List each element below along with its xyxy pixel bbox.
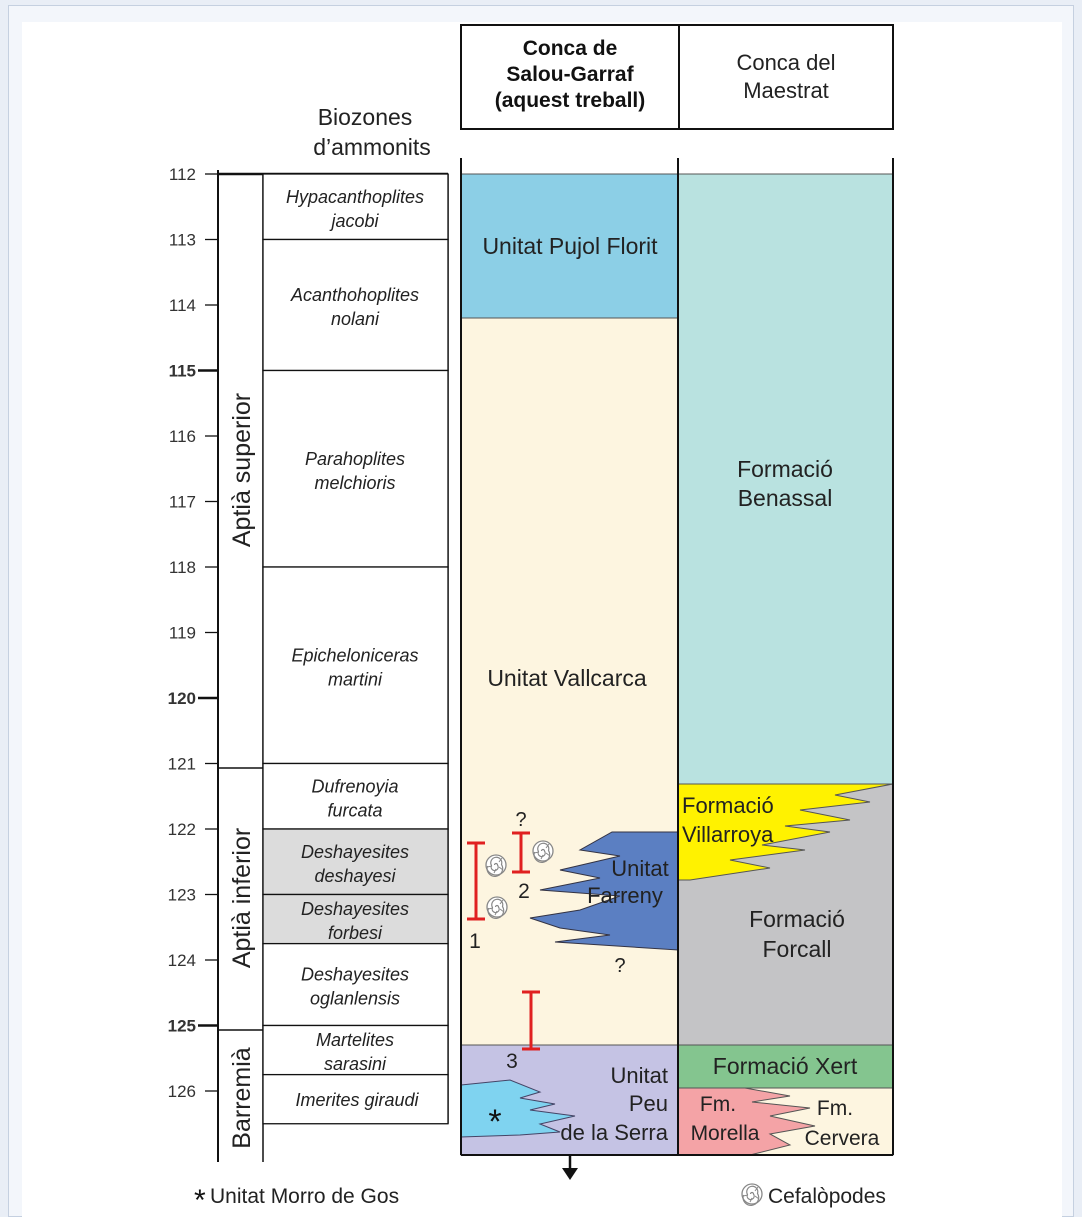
biozone-name-line1: Dufrenoyia: [311, 776, 398, 796]
salou-header-box: [460, 24, 680, 130]
formacio-morella-label-line2: Morella: [691, 1122, 760, 1145]
formacio-cervera-label-line2: Cervera: [805, 1127, 880, 1150]
age-tick-label: 118: [169, 558, 196, 577]
formacio-benassal-fill: [677, 173, 894, 785]
formacio-forcall-label-line2: Forcall: [762, 936, 831, 962]
maestrat-header-line2: Maestrat: [743, 78, 829, 103]
biozones-header-line1: Biozones: [318, 104, 413, 130]
age-tick-label: 119: [169, 624, 196, 643]
biozone-cell: [262, 893, 449, 945]
unit-morro-de-gos-fill: [460, 1079, 576, 1138]
age-tick-label: 113: [169, 231, 196, 250]
formacio-forcall-label-line1: Formació: [749, 906, 845, 932]
biozone-name-line1: Deshayesites: [301, 842, 409, 862]
legend-morro-label: Unitat Morro de Gos: [210, 1185, 399, 1208]
age-tick-label: 126: [168, 1082, 196, 1101]
formacio-morella-label-line1: Fm.: [700, 1093, 736, 1116]
biozone-cell: [262, 762, 449, 830]
sample-3-label: 3: [506, 1050, 518, 1073]
continues-down-arrow-head: [562, 1168, 578, 1180]
range-bar-3: [522, 990, 540, 1051]
biozone-name-line2: jacobi: [328, 211, 379, 231]
biozone-name-line1: Hypacanthoplites: [286, 187, 424, 207]
biozone-name-line1: Deshayesites: [301, 899, 409, 919]
age-tick-label: 115: [169, 362, 196, 381]
range-bar-1: [467, 841, 485, 921]
age-tick-label: 116: [169, 427, 196, 446]
biozone-name-line2: sarasini: [324, 1054, 387, 1074]
biozone-name-line1: Epicheloniceras: [291, 645, 418, 665]
stage-aptia-inferior: Aptià inferior: [228, 828, 256, 968]
unit-peu-label-line1: Unitat: [611, 1063, 668, 1088]
biozone-cell: [262, 1024, 449, 1076]
age-axis: 112 113 114 115 116 117 118 119 120 121 122 123 124 1…: [168, 165, 219, 1162]
uncertainty-mark-top: ?: [515, 809, 526, 831]
biozone-name-line1: Parahoplites: [305, 449, 405, 469]
age-tick-label: 124: [168, 951, 196, 970]
biozones-header-line2: d’ammonits: [313, 134, 431, 160]
formacio-villarroya-label-line1: Formació: [682, 793, 774, 818]
age-tick-label: 117: [169, 493, 196, 512]
biozone-cell: [262, 942, 449, 1027]
salou-header-line2: Salou-Garraf: [506, 63, 634, 86]
formacio-xert-label: Formació Xert: [713, 1053, 858, 1079]
formacio-cervera-label-line1: Fm.: [817, 1097, 853, 1120]
unit-peu-label-line2: Peu: [629, 1091, 668, 1116]
age-tick-label: 120: [168, 689, 196, 708]
stage-barremia: Barremià: [228, 1047, 256, 1149]
age-tick-label: 114: [169, 296, 196, 315]
biozone-name-line2: martini: [328, 669, 383, 689]
biozone-name-line1: Martelites: [316, 1030, 394, 1050]
unit-pujol-florit-label: Unitat Pujol Florit: [482, 233, 658, 259]
biozone-cell: [262, 173, 449, 241]
biozone-name-line2: forbesi: [328, 923, 383, 943]
biozone-name-line1: Deshayesites: [301, 965, 409, 985]
unit-farreny-label-line1: Unitat: [611, 856, 668, 881]
formacio-benassal-label-line1: Formació: [737, 456, 833, 482]
sample-2-label: 2: [518, 880, 530, 903]
biozone-cell: [262, 369, 449, 568]
biozone-name-line2: furcata: [327, 800, 382, 820]
biozone-name-line2: deshayesi: [314, 866, 396, 886]
age-tick-label: 123: [168, 886, 196, 905]
salou-header-line1: Conca de: [523, 37, 618, 60]
biozone-name-line2: oglanlensis: [310, 989, 400, 1009]
unit-peu-label-line3: de la Serra: [560, 1120, 668, 1145]
unit-pujol-florit-fill: [460, 173, 679, 319]
biozone-name-line1: Imerites giraudi: [295, 1090, 419, 1110]
maestrat-header-box: [678, 24, 894, 130]
salou-header-line3: (aquest treball): [495, 89, 646, 112]
maestrat-header-line1: Conca del: [736, 50, 835, 75]
stage-aptia-superior: Aptià superior: [228, 393, 256, 547]
age-tick-label: 125: [168, 1017, 196, 1036]
formacio-villarroya-label-line2: Villarroya: [682, 822, 774, 847]
biozone-name-line2: melchioris: [314, 473, 395, 493]
age-tick-label: 121: [168, 755, 196, 774]
biozone-name-line1: Acanthohoplites: [290, 285, 419, 305]
unit-farreny-label-line2: Farreny: [587, 883, 663, 908]
sample-1-label: 1: [469, 930, 481, 953]
biozone-cell: [262, 828, 449, 896]
morro-de-gos-symbol: *: [488, 1103, 501, 1141]
formacio-benassal-label-line2: Benassal: [738, 485, 833, 511]
biozone-cell: [262, 566, 449, 765]
biozone-cell: [262, 238, 449, 372]
legend-morro-symbol: *: [194, 1184, 206, 1217]
formacio-villarroya-fill: [677, 783, 894, 881]
legend-cephalopod-label: Cefalòpodes: [768, 1185, 886, 1208]
range-bar-2: [512, 831, 530, 874]
age-tick-label: 112: [169, 165, 196, 184]
age-tick-label: 122: [168, 820, 196, 839]
unit-vallcarca-label: Unitat Vallcarca: [487, 665, 647, 691]
ammonite-icon: [741, 1183, 763, 1207]
biozone-name-line2: nolani: [331, 309, 380, 329]
unit-farreny-fill: [529, 831, 679, 951]
formacio-xert-fill: [677, 1044, 894, 1089]
biozone-cell: [262, 1073, 449, 1125]
uncertainty-mark-bottom: ?: [614, 955, 625, 977]
